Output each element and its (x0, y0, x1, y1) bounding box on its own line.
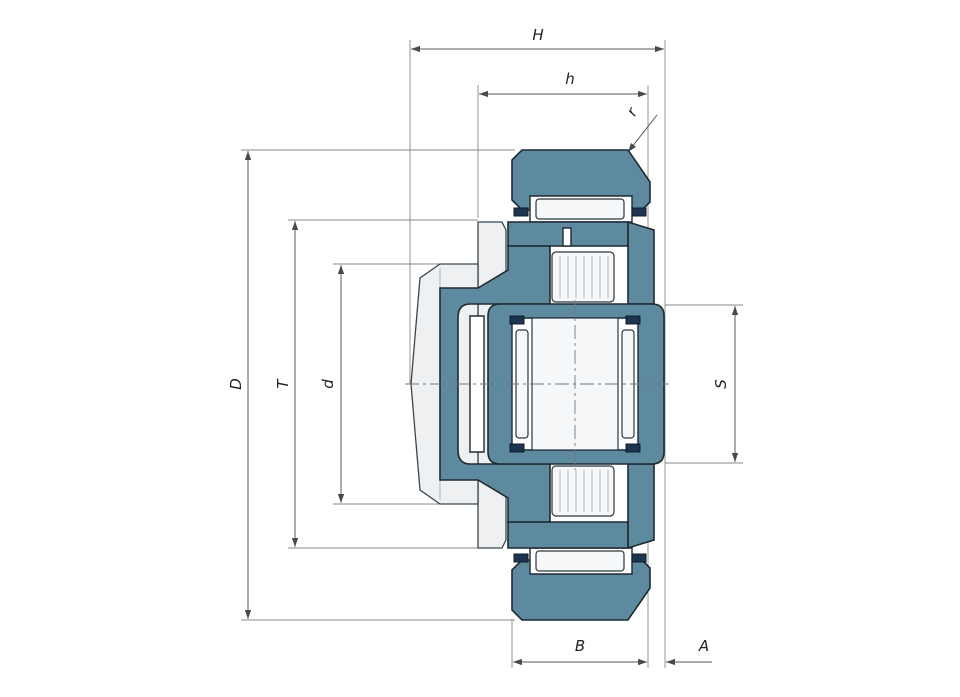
center-lines (405, 300, 672, 470)
inner-seal-tr (625, 315, 641, 325)
lube-pin (562, 227, 572, 247)
needle-roller-top (551, 251, 615, 303)
seal-top-left (513, 207, 529, 217)
inner-seal-bl (509, 443, 525, 453)
outer-ring-right-wall (627, 220, 655, 305)
needle-roller-top-ribs (559, 256, 609, 298)
label-S: S (712, 379, 730, 389)
outer-roller-top (535, 198, 625, 220)
needle-roller-bottom-ribs (559, 470, 609, 512)
label-B: B (575, 637, 585, 655)
label-A: A (698, 637, 709, 655)
stud-slot (469, 315, 485, 453)
label-r: r (623, 104, 642, 119)
seal-bottom-left (513, 553, 529, 563)
inner-seal-br (625, 443, 641, 453)
label-d: d (319, 379, 337, 389)
inner-seal-tl (509, 315, 525, 325)
dimension-lines (244, 45, 739, 666)
dim-r-leader (627, 114, 658, 153)
label-h: h (565, 70, 575, 88)
outer-roller-bottom (535, 550, 625, 572)
label-H: H (532, 26, 543, 44)
label-T: T (274, 378, 292, 389)
needle-roller-bottom (551, 465, 615, 517)
bearing-assembly (410, 149, 665, 621)
seal-bottom-right (631, 553, 647, 563)
label-D: D (227, 378, 245, 390)
seal-top-right (631, 207, 647, 217)
stud-body (439, 245, 551, 523)
outer-ring-right-wall-bottom (627, 463, 655, 550)
inner-ring-lower (507, 521, 629, 549)
